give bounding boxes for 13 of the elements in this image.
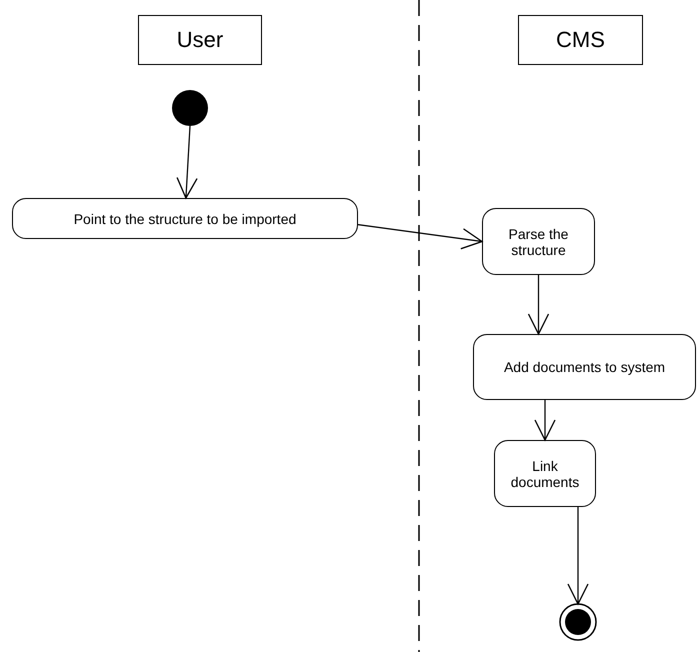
action-box: Add documents to system (473, 334, 696, 400)
action-box: Parse the structure (482, 208, 595, 275)
arrow (567, 507, 589, 605)
action-box: Point to the structure to be imported (12, 198, 358, 239)
swimlane-header: CMS (518, 15, 643, 65)
start-node (172, 90, 208, 126)
end-node (559, 603, 597, 641)
action-box: Link documents (494, 440, 596, 507)
arrow (358, 224, 483, 250)
arrow (528, 275, 550, 335)
arrow (534, 400, 556, 441)
arrow (176, 126, 198, 199)
swimlane-header: User (138, 15, 262, 65)
